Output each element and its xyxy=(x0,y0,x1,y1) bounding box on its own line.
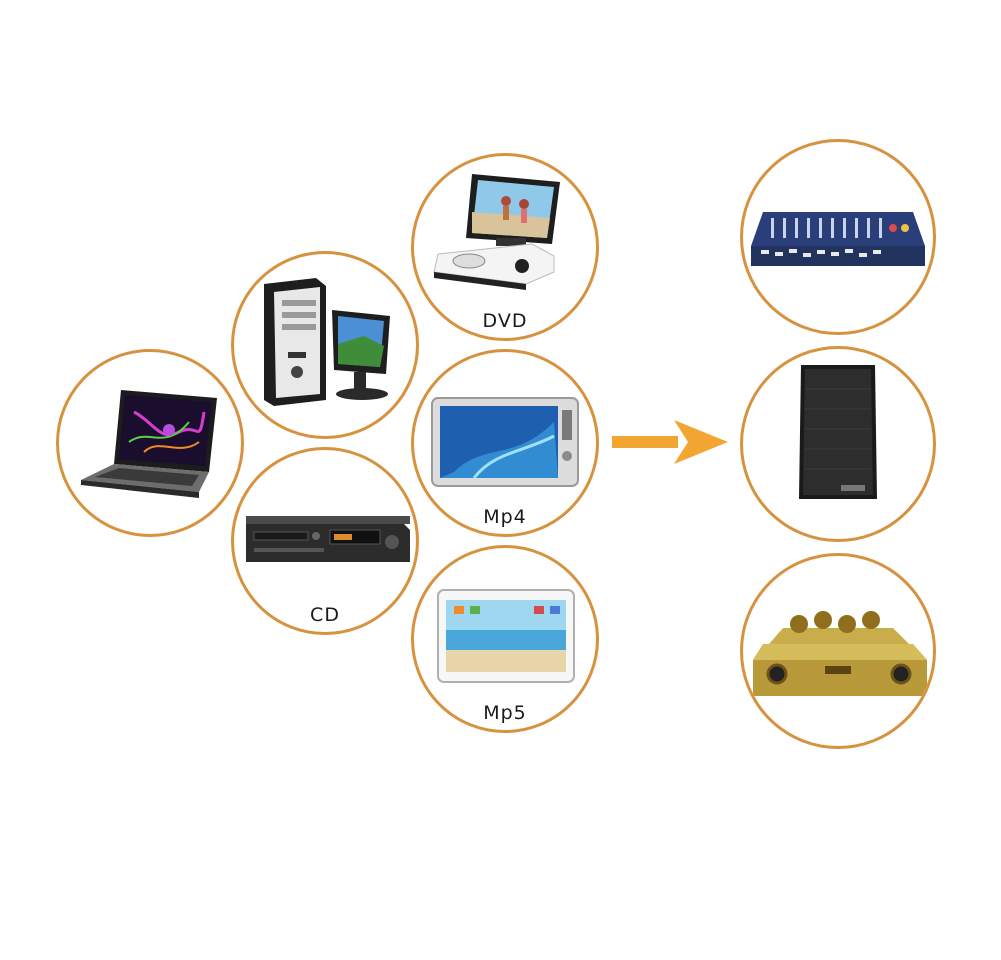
source-node-dvd: DVD xyxy=(411,153,599,341)
source-label-mp4: Mp4 xyxy=(483,506,527,528)
laptop-icon xyxy=(81,390,217,498)
source-label-cd: CD xyxy=(310,604,340,626)
output-node-speaker xyxy=(740,346,936,542)
output-node-mixer xyxy=(740,139,936,335)
desktop-pc-icon xyxy=(264,278,390,406)
portable-dvd-player-icon xyxy=(433,174,560,290)
mp5-player-icon xyxy=(437,589,575,683)
source-node-desktop xyxy=(231,251,419,439)
source-node-cd: CD xyxy=(231,447,419,635)
mp4-player-icon xyxy=(431,397,579,487)
source-node-mp4: Mp4 xyxy=(411,349,599,537)
cd-player-icon xyxy=(246,516,410,562)
audio-mixer-icon xyxy=(751,212,925,266)
source-node-mp5: Mp5 xyxy=(411,545,599,733)
output-node-amplifier xyxy=(740,553,936,749)
source-node-laptop xyxy=(56,349,244,537)
source-label-dvd: DVD xyxy=(482,310,528,332)
arrow-right-icon xyxy=(612,420,728,464)
source-label-mp5: Mp5 xyxy=(483,702,527,724)
karaoke-amplifier-icon xyxy=(753,611,927,696)
speaker-icon xyxy=(799,365,877,499)
